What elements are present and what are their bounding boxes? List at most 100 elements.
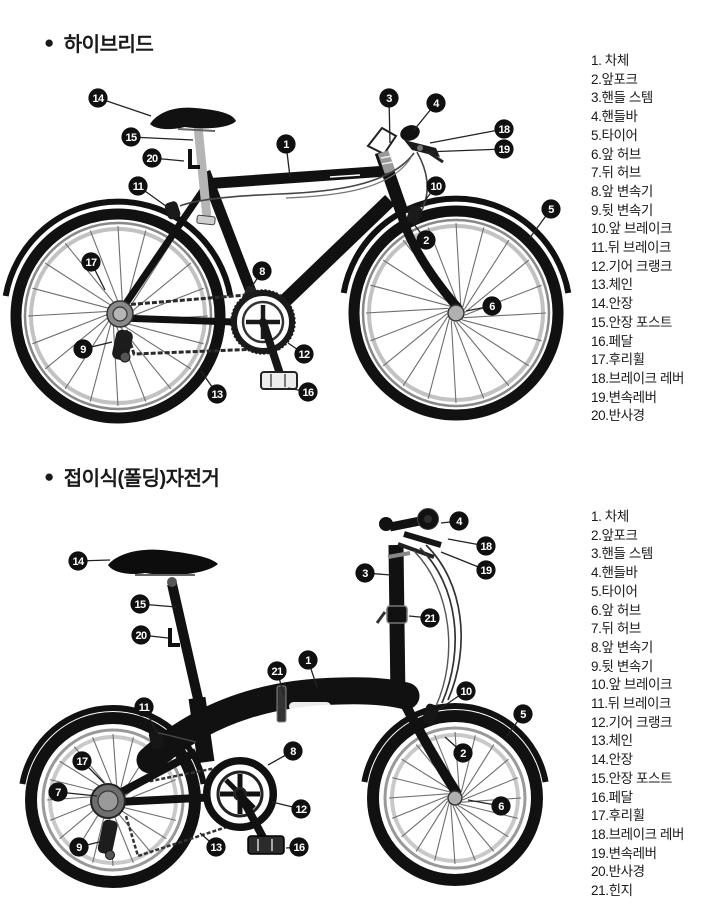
callout-badge (69, 837, 89, 857)
stem-hinge (386, 605, 408, 624)
seat-post (167, 582, 206, 714)
legend-item: 3.핸들 스템 (591, 90, 653, 106)
spoke (427, 318, 450, 399)
spoke (113, 807, 153, 854)
callout-number: 5 (520, 709, 526, 721)
spoke (126, 262, 192, 316)
spoke (463, 239, 510, 310)
callout-badge (88, 88, 108, 108)
spoke (455, 222, 462, 306)
callout-badge (131, 625, 151, 645)
legend-item: 16.페달 (591, 789, 633, 805)
bullet-icon: ● (44, 467, 54, 486)
callout-badge (420, 608, 440, 628)
legend-item: 18.브레이크 레버 (591, 826, 685, 842)
callout-number: 21 (424, 613, 436, 625)
front-brake (422, 703, 439, 725)
spoke (92, 736, 116, 793)
spoke (44, 262, 115, 309)
legend-item: 20.반사경 (591, 408, 645, 424)
spoke (401, 758, 453, 792)
spoke (434, 803, 450, 861)
spoke (391, 795, 448, 819)
callout-badge (68, 551, 88, 571)
callout-badge (130, 594, 150, 614)
legend-item: 20.반사경 (591, 864, 645, 880)
rear-fender (19, 705, 207, 785)
spoke (32, 313, 110, 345)
handlebar-grip (400, 125, 420, 141)
spoke (370, 310, 448, 342)
spoke (464, 259, 530, 313)
legend-item: 19.변속레버 (591, 845, 657, 861)
spoke (461, 744, 495, 796)
callout-number: 1 (283, 139, 289, 151)
spoke (89, 321, 112, 402)
seat-clamp (196, 214, 216, 226)
spoke (382, 259, 453, 306)
shift-cable (425, 544, 462, 701)
callout-number: 20 (135, 630, 147, 642)
seat-post (193, 125, 212, 219)
spoke (382, 313, 448, 367)
spoke (64, 242, 118, 308)
callout-badge (379, 88, 399, 108)
legend-item: 5.타이어 (591, 583, 638, 599)
spoke (457, 804, 509, 838)
reflector (168, 628, 180, 647)
callout-number: 19 (498, 144, 510, 156)
frame-hinge (276, 685, 287, 723)
legend-item: 4.핸들바 (591, 565, 638, 581)
handlebar-grip-far (379, 517, 393, 531)
callout-number: 10 (460, 686, 472, 698)
callout-badge (494, 119, 514, 139)
front-fork (397, 693, 461, 797)
callout-number: 16 (293, 842, 305, 854)
pedal (247, 835, 285, 855)
callout-number: 13 (210, 842, 222, 854)
crank-arm (236, 790, 270, 847)
spoke (121, 323, 192, 370)
callout-badge (416, 230, 436, 250)
seat-stay (117, 184, 209, 314)
callout-badge (72, 751, 92, 771)
handlebar (389, 516, 421, 532)
spoke (462, 227, 485, 308)
callout-number: 2 (423, 235, 429, 247)
callout-badge (134, 697, 154, 717)
rear-brake-cable (179, 152, 415, 207)
callout-badge (267, 661, 287, 681)
callout-badge (81, 252, 101, 272)
callout-badge (73, 339, 93, 359)
callout-number: 14 (92, 93, 105, 105)
legend-item: 3.핸들 스템 (591, 546, 653, 562)
brake-lever (403, 531, 442, 548)
callout-leader-line (130, 136, 194, 141)
callout-number: 17 (85, 257, 97, 269)
callout-number: 3 (362, 568, 368, 580)
front-fork (395, 205, 463, 313)
section-title-folding: ● 접이식(폴딩)자전거 (44, 462, 220, 491)
callout-number: 19 (480, 565, 492, 577)
callout-number: 21 (271, 666, 283, 678)
spoke (460, 803, 518, 819)
spoke (462, 777, 519, 801)
callout-number: 8 (259, 266, 265, 278)
callout-number: 7 (55, 787, 61, 799)
callout-number: 6 (489, 301, 495, 313)
rear-brake (164, 201, 181, 220)
callout-number: 9 (76, 842, 82, 854)
spoke (453, 321, 485, 399)
callout-number: 9 (80, 344, 86, 356)
callout-number: 14 (72, 556, 85, 568)
front-spokes (388, 731, 522, 865)
spoke (455, 805, 495, 852)
legend-item: 12.기어 크랭크 (591, 714, 673, 730)
callout-badge (541, 199, 561, 219)
crank-arm (259, 318, 285, 381)
reflector (188, 149, 200, 169)
chain (123, 292, 260, 307)
pedal (260, 371, 298, 390)
